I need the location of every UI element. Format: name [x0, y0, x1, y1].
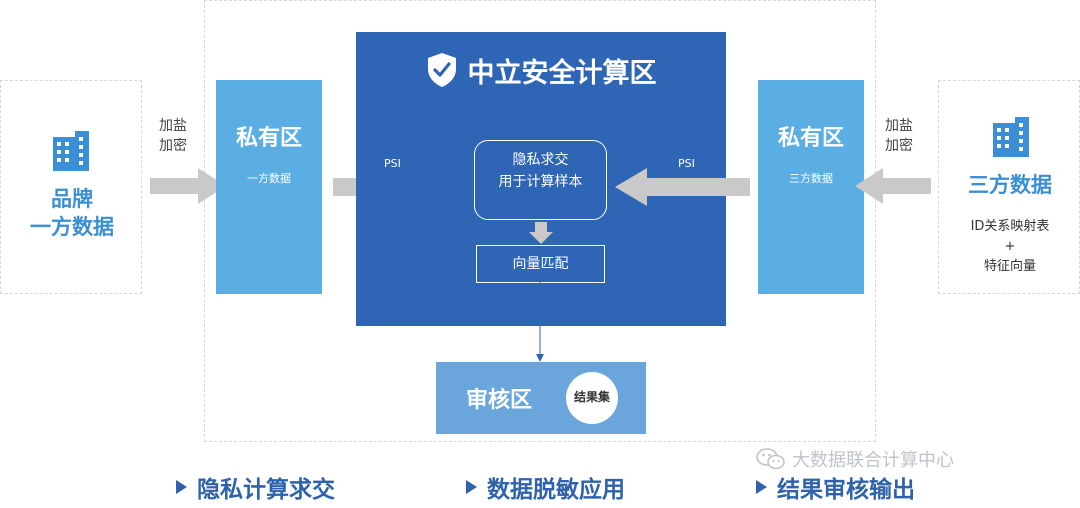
wechat-icon [756, 448, 785, 470]
psi-box-line1: 隐私求交 [512, 152, 569, 168]
right-psi-label: PSI [678, 157, 695, 170]
shield-check-icon [427, 53, 456, 87]
left-salt-label: 加盐 加密 [159, 118, 187, 154]
third-party-panel: 三方数据 ID关系映射表 + 特征向量 [938, 80, 1080, 294]
collab-boundary [204, 0, 876, 442]
right-salt-arrow [855, 168, 931, 204]
brand-title-line1: 品牌 [51, 187, 93, 211]
right-salt-label: 加盐 加密 [885, 118, 913, 154]
watermark-text: 大数据联合计算中心 [792, 450, 954, 471]
triangle-right-icon [466, 480, 477, 494]
footer-item-1: 隐私计算求交 [176, 470, 335, 504]
audit-title: 审核区 [466, 388, 533, 413]
left-private-title: 私有区 [235, 126, 302, 151]
footer-item-2: 数据脱敏应用 [466, 470, 625, 504]
triangle-right-icon [756, 480, 767, 494]
psi-intersection-box: 隐私求交 用于计算样本 [474, 140, 607, 220]
neutral-zone-title: 中立安全计算区 [467, 57, 657, 89]
right-private-zone: 私有区 三方数据 [758, 80, 864, 294]
brand-party-panel: 品牌 一方数据 [0, 80, 142, 294]
building-icon [993, 117, 1029, 157]
left-private-subtitle: 一方数据 [247, 172, 291, 185]
third-party-line3: 特征向量 [983, 259, 1036, 274]
audit-zone: 审核区 结果集 [436, 362, 646, 434]
arrow-to-audit [536, 282, 544, 362]
psi-box-line2: 用于计算样本 [498, 174, 583, 190]
third-party-title: 三方数据 [968, 173, 1052, 197]
brand-title-line2: 一方数据 [30, 215, 114, 239]
right-psi-arrow [615, 168, 750, 206]
left-salt-arrow [150, 168, 226, 204]
third-party-line1: ID关系映射表 [970, 219, 1050, 234]
right-private-title: 私有区 [777, 126, 844, 151]
triangle-right-icon [176, 480, 187, 494]
right-private-subtitle: 三方数据 [789, 172, 833, 185]
building-icon [53, 131, 89, 171]
vector-match-box: 向量匹配 [476, 245, 605, 283]
left-private-zone: 私有区 一方数据 [216, 80, 322, 294]
result-set-badge: 结果集 [566, 372, 618, 424]
footer-item-3: 结果审核输出 [756, 470, 915, 504]
third-party-line2: + [1004, 239, 1016, 254]
left-psi-label: PSI [384, 157, 401, 170]
down-arrow-to-vector [529, 222, 553, 244]
watermark: 大数据联合计算中心 [756, 446, 954, 472]
